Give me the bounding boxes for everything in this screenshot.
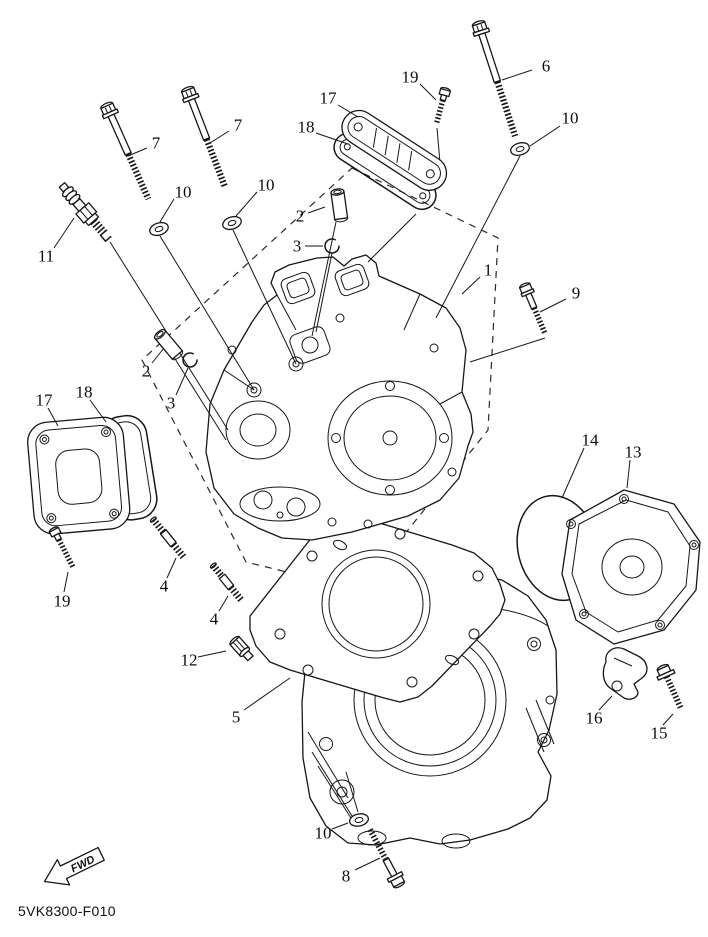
callout-label-17: 17 — [320, 89, 338, 108]
callout-leader-14 — [561, 447, 585, 499]
callout-label-8: 8 — [342, 867, 351, 886]
spark-plug-drawing — [58, 182, 112, 242]
callout-leader-10 — [331, 822, 349, 830]
callout-leader-10 — [159, 198, 175, 223]
callout-leader-7 — [127, 147, 148, 157]
callout-leader-11 — [53, 217, 75, 249]
callout-label-2: 2 — [296, 207, 305, 226]
cylinder-head-drawing — [205, 254, 474, 541]
callout-label-3: 3 — [293, 237, 302, 256]
bolt-19-top-drawing — [434, 86, 451, 124]
head-gasket-drawing — [249, 514, 506, 703]
callout-label-15: 15 — [651, 724, 668, 743]
callout-label-10: 10 — [562, 109, 579, 128]
callout-label-19: 19 — [402, 68, 419, 87]
callout-leader-8 — [354, 857, 381, 871]
washer-10-left-a-drawing — [149, 221, 169, 237]
bolt-7-right-drawing — [180, 85, 228, 189]
callout-leader-13 — [626, 459, 631, 489]
callout-label-18: 18 — [76, 383, 93, 402]
callout-label-14: 14 — [582, 431, 600, 450]
callout-label-10: 10 — [258, 176, 275, 195]
bolt-8-drawing — [367, 828, 406, 889]
callout-label-18: 18 — [298, 118, 315, 137]
callout-leader-16 — [598, 695, 613, 711]
plug-12-drawing — [229, 635, 254, 662]
callout-leader-9 — [539, 298, 567, 313]
callout-leader-3 — [175, 367, 189, 396]
callout-label-7: 7 — [234, 116, 243, 135]
bolt-6-drawing — [471, 20, 519, 138]
callout-leader-19 — [419, 83, 437, 101]
washer-10-left-b-drawing — [222, 215, 242, 231]
callout-label-11: 11 — [38, 247, 54, 266]
callout-leader-12 — [197, 650, 227, 658]
callout-leader-2 — [151, 347, 165, 364]
callout-leader-15 — [662, 713, 674, 726]
callout-leader-2 — [307, 206, 326, 214]
callout-label-12: 12 — [181, 651, 198, 670]
stud-4-upper-drawing — [149, 516, 188, 561]
callout-label-9: 9 — [572, 284, 581, 303]
washer-10-bottom-drawing — [348, 813, 370, 827]
bolt-7-left-drawing — [100, 101, 152, 201]
callout-label-2: 2 — [142, 362, 151, 381]
clip-3-top-drawing — [324, 238, 340, 254]
callout-label-5: 5 — [232, 708, 241, 727]
callout-leader-10 — [235, 191, 258, 217]
callout-leader-4 — [166, 557, 177, 579]
callout-label-10: 10 — [315, 824, 332, 843]
callout-label-13: 13 — [625, 443, 642, 462]
callout-leader-18 — [89, 399, 107, 423]
callout-leader-7 — [209, 130, 230, 144]
callout-label-4: 4 — [210, 610, 219, 629]
right-cover-drawing — [561, 489, 701, 645]
callout-label-3: 3 — [167, 394, 176, 413]
stud-4-lower-drawing — [209, 562, 244, 602]
callout-label-17: 17 — [36, 391, 54, 410]
callout-label-10: 10 — [175, 183, 192, 202]
callout-leader-6 — [501, 69, 533, 81]
callout-leader-17 — [337, 104, 359, 118]
callout-label-19: 19 — [54, 592, 71, 611]
callout-leader-17 — [47, 407, 59, 427]
callout-label-4: 4 — [160, 577, 169, 596]
callout-label-6: 6 — [542, 57, 551, 76]
diagram-code: 5VK8300-F010 — [18, 903, 116, 919]
callout-leader-18 — [315, 132, 349, 145]
bolt-15-drawing — [656, 663, 684, 710]
bolt-9-drawing — [518, 282, 548, 335]
callout-leader-4 — [218, 595, 229, 612]
callout-leader-19 — [63, 571, 69, 593]
bolt-19-left-drawing — [48, 526, 76, 569]
clip-3-left-drawing — [182, 352, 198, 368]
callout-leader-10 — [529, 125, 561, 147]
fwd-arrow-icon: FWD — [43, 846, 105, 886]
callout-label-7: 7 — [152, 134, 161, 153]
callout-label-16: 16 — [586, 709, 603, 728]
left-cover-drawing — [27, 416, 131, 535]
dowel-2-left-drawing — [153, 328, 184, 361]
washer-10-right-drawing — [510, 142, 530, 156]
bracket-16-drawing — [602, 647, 648, 700]
top-cover-drawing — [341, 109, 448, 191]
callout-label-1: 1 — [484, 261, 493, 280]
dowel-2-top-drawing — [330, 188, 349, 223]
fwd-label: FWD — [69, 854, 97, 876]
callout-leader-1 — [461, 276, 481, 295]
callout-leader-5 — [243, 677, 291, 711]
